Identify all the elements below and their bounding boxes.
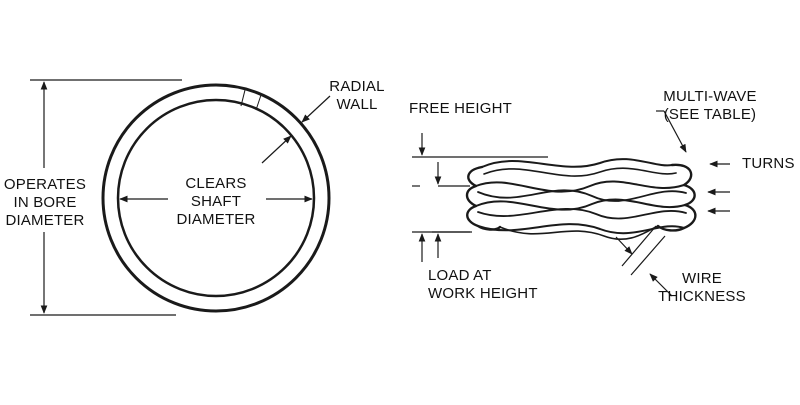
ring-gap-mark <box>255 94 262 111</box>
wave-turn-middle-upper <box>475 180 685 193</box>
radial-wall-label: RADIAL WALL <box>322 78 392 114</box>
wire-thickness-arrow-in <box>615 236 633 255</box>
turns-arrows <box>707 160 730 215</box>
ring-outer-edge <box>101 83 331 313</box>
wave-turn-bottom <box>477 223 685 235</box>
wire-thickness-extension-2 <box>630 235 666 276</box>
spring-end-loop-left <box>465 165 502 231</box>
turns-label: TURNS <box>742 155 795 172</box>
bore-diameter-label: OPERATES IN BORE DIAMETER <box>0 176 90 230</box>
ring-top-view <box>101 83 331 313</box>
shaft-label-line-3: DIAMETER <box>176 211 256 228</box>
multi-wave-label: MULTI-WAVE (SEE TABLE) <box>648 88 772 124</box>
radial-wall-arrow-out <box>301 95 331 123</box>
bore-label-line-2: IN BORE <box>13 194 77 211</box>
wire-line-2: THICKNESS <box>658 288 746 305</box>
free-height-label: FREE HEIGHT <box>409 100 513 117</box>
bore-label-line-3: DIAMETER <box>5 212 85 229</box>
work-height-dimension <box>412 162 470 258</box>
wave-turn-bottom-outer <box>499 225 659 241</box>
multi-wave-leader <box>663 110 687 153</box>
load-work-height-label: LOAD AT WORK HEIGHT <box>428 267 538 303</box>
radial-wall-leader <box>261 95 331 164</box>
shaft-label-line-1: CLEARS <box>185 175 247 192</box>
radial-wall-line-1: RADIAL <box>329 78 385 95</box>
free-height-dimension <box>412 133 548 262</box>
wave-spring-side-view <box>465 158 697 241</box>
wire-thickness-extension-1 <box>621 225 657 267</box>
bore-label-line-1: OPERATES <box>3 176 87 193</box>
wave-turn-middle-lower <box>475 198 686 211</box>
shaft-label-line-2: SHAFT <box>190 193 242 210</box>
wire-line-1: WIRE <box>682 270 722 287</box>
ring-inner-edge <box>116 98 316 298</box>
wire-thickness-dimension <box>615 225 673 297</box>
wave-turn-middle-crossing-2 <box>477 208 687 220</box>
wire-thickness-arrow-out <box>649 273 673 297</box>
wave-turn-top-inner <box>483 167 677 177</box>
wave-turn-middle-crossing <box>477 189 687 202</box>
ring-gap-mark <box>240 89 246 107</box>
load-line-2: WORK HEIGHT <box>428 285 538 302</box>
load-line-1: LOAD AT <box>428 267 492 284</box>
radial-wall-line-2: WALL <box>336 96 378 113</box>
wire-thickness-label: WIRE THICKNESS <box>652 270 752 306</box>
multi-wave-line-2: (SEE TABLE) <box>663 106 757 123</box>
spring-end-loop-right <box>656 163 697 232</box>
bore-diameter-dimension <box>30 79 182 316</box>
multi-wave-line-1: MULTI-WAVE <box>663 88 757 105</box>
radial-wall-arrow-in <box>261 135 292 164</box>
wave-turn-top <box>481 158 673 168</box>
shaft-diameter-label: CLEARS SHAFT DIAMETER <box>170 175 262 229</box>
